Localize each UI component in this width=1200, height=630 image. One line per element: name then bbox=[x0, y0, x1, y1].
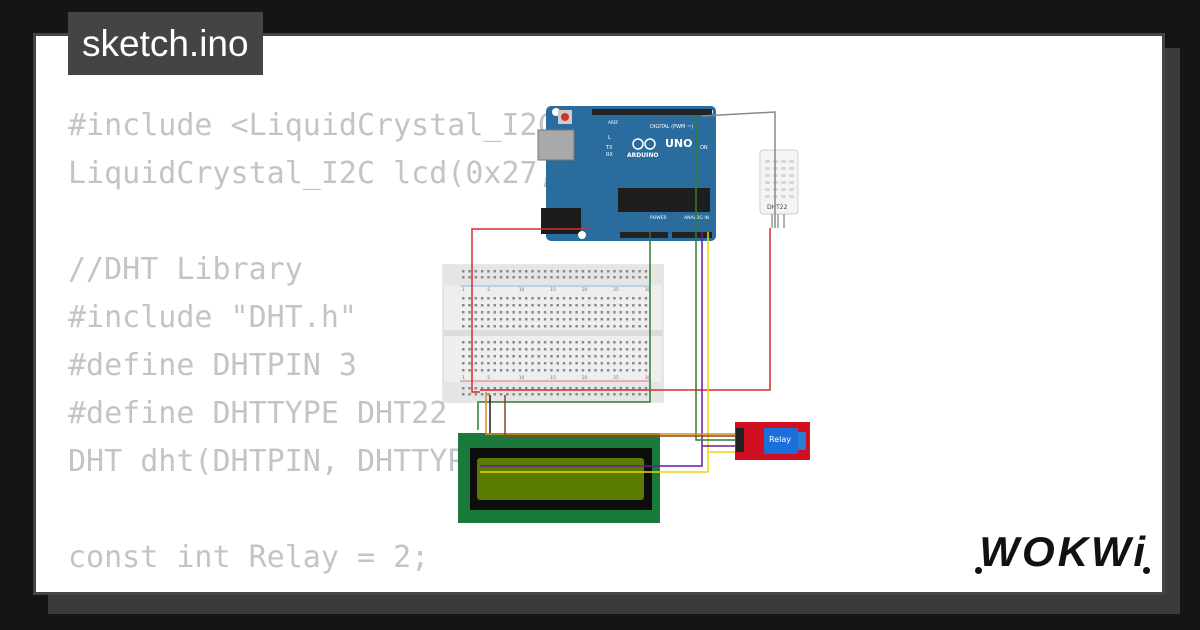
breadboard-number: 30 bbox=[645, 375, 651, 381]
file-tab[interactable]: sketch.ino bbox=[68, 12, 263, 75]
infinity-logo-left bbox=[632, 138, 644, 150]
wire-dark-green bbox=[695, 116, 735, 441]
wire-gray bbox=[701, 111, 776, 228]
breadboard-number: 5 bbox=[487, 287, 490, 293]
arduino-brand-label: ARDUINO bbox=[627, 152, 658, 159]
breadboard-number: 5 bbox=[487, 375, 490, 381]
breadboard-number: 15 bbox=[550, 375, 556, 381]
tx-led-label: TX bbox=[605, 145, 613, 151]
code-line: const int Relay = 2; bbox=[68, 540, 430, 575]
code-line: #define DHTPIN 3 bbox=[68, 348, 357, 383]
breadboard-number: 1 bbox=[462, 375, 465, 381]
breadboard-number: 20 bbox=[582, 375, 588, 381]
dht22-label: DHT22 bbox=[767, 204, 788, 211]
arduino-uno[interactable]: DIGITAL (PWM ~) UNO ARDUINO POWER ANALOG… bbox=[537, 106, 716, 241]
wokwi-logo: WOKWi bbox=[975, 528, 1150, 575]
wire-red-dht bbox=[480, 228, 771, 391]
wire-orange bbox=[485, 392, 735, 435]
on-label: ON bbox=[700, 145, 708, 151]
breadboard-number: 20 bbox=[582, 287, 588, 293]
wires bbox=[471, 111, 776, 473]
breadboard-number: 30 bbox=[645, 287, 651, 293]
uno-label: UNO bbox=[665, 137, 693, 150]
code-line: #include "DHT.h" bbox=[68, 300, 357, 335]
wire-brown bbox=[504, 395, 735, 437]
breadboard-holes bbox=[462, 270, 648, 396]
breadboard-number: 10 bbox=[519, 287, 525, 293]
lcd-display[interactable] bbox=[458, 433, 660, 523]
code-line: #define DHTTYPE DHT22 bbox=[68, 396, 448, 431]
code-line: LiquidCrystal_I2C lcd(0x27,16,2); bbox=[68, 156, 665, 191]
breadboard-number: 15 bbox=[550, 287, 556, 293]
aref-label: AREF bbox=[608, 120, 619, 125]
breadboard-number: 25 bbox=[613, 375, 619, 381]
breadboard-number: 25 bbox=[613, 287, 619, 293]
l-led-label: L bbox=[608, 135, 611, 141]
relay-label: Relay bbox=[769, 435, 791, 444]
relay-module[interactable]: Relay bbox=[735, 422, 810, 460]
breadboard-number: 10 bbox=[519, 375, 525, 381]
wire-purple bbox=[480, 232, 703, 467]
wire-green bbox=[477, 232, 651, 430]
rx-led-label: RX bbox=[606, 152, 613, 158]
reset-button bbox=[561, 113, 569, 121]
dht22-grille bbox=[765, 160, 794, 198]
atmega-chip bbox=[618, 188, 710, 212]
infinity-logo-right bbox=[644, 138, 656, 150]
breadboard-number: 1 bbox=[462, 287, 465, 293]
digital-label: DIGITAL (PWM ~) bbox=[650, 124, 693, 130]
power-jack bbox=[541, 208, 581, 234]
power-label: POWER bbox=[650, 215, 667, 221]
code-line: //DHT Library bbox=[68, 252, 303, 287]
dht22-sensor[interactable]: DHT22 bbox=[759, 149, 799, 228]
usb-port bbox=[537, 129, 575, 161]
wire-yellow bbox=[480, 232, 709, 473]
wire-red bbox=[471, 228, 590, 393]
